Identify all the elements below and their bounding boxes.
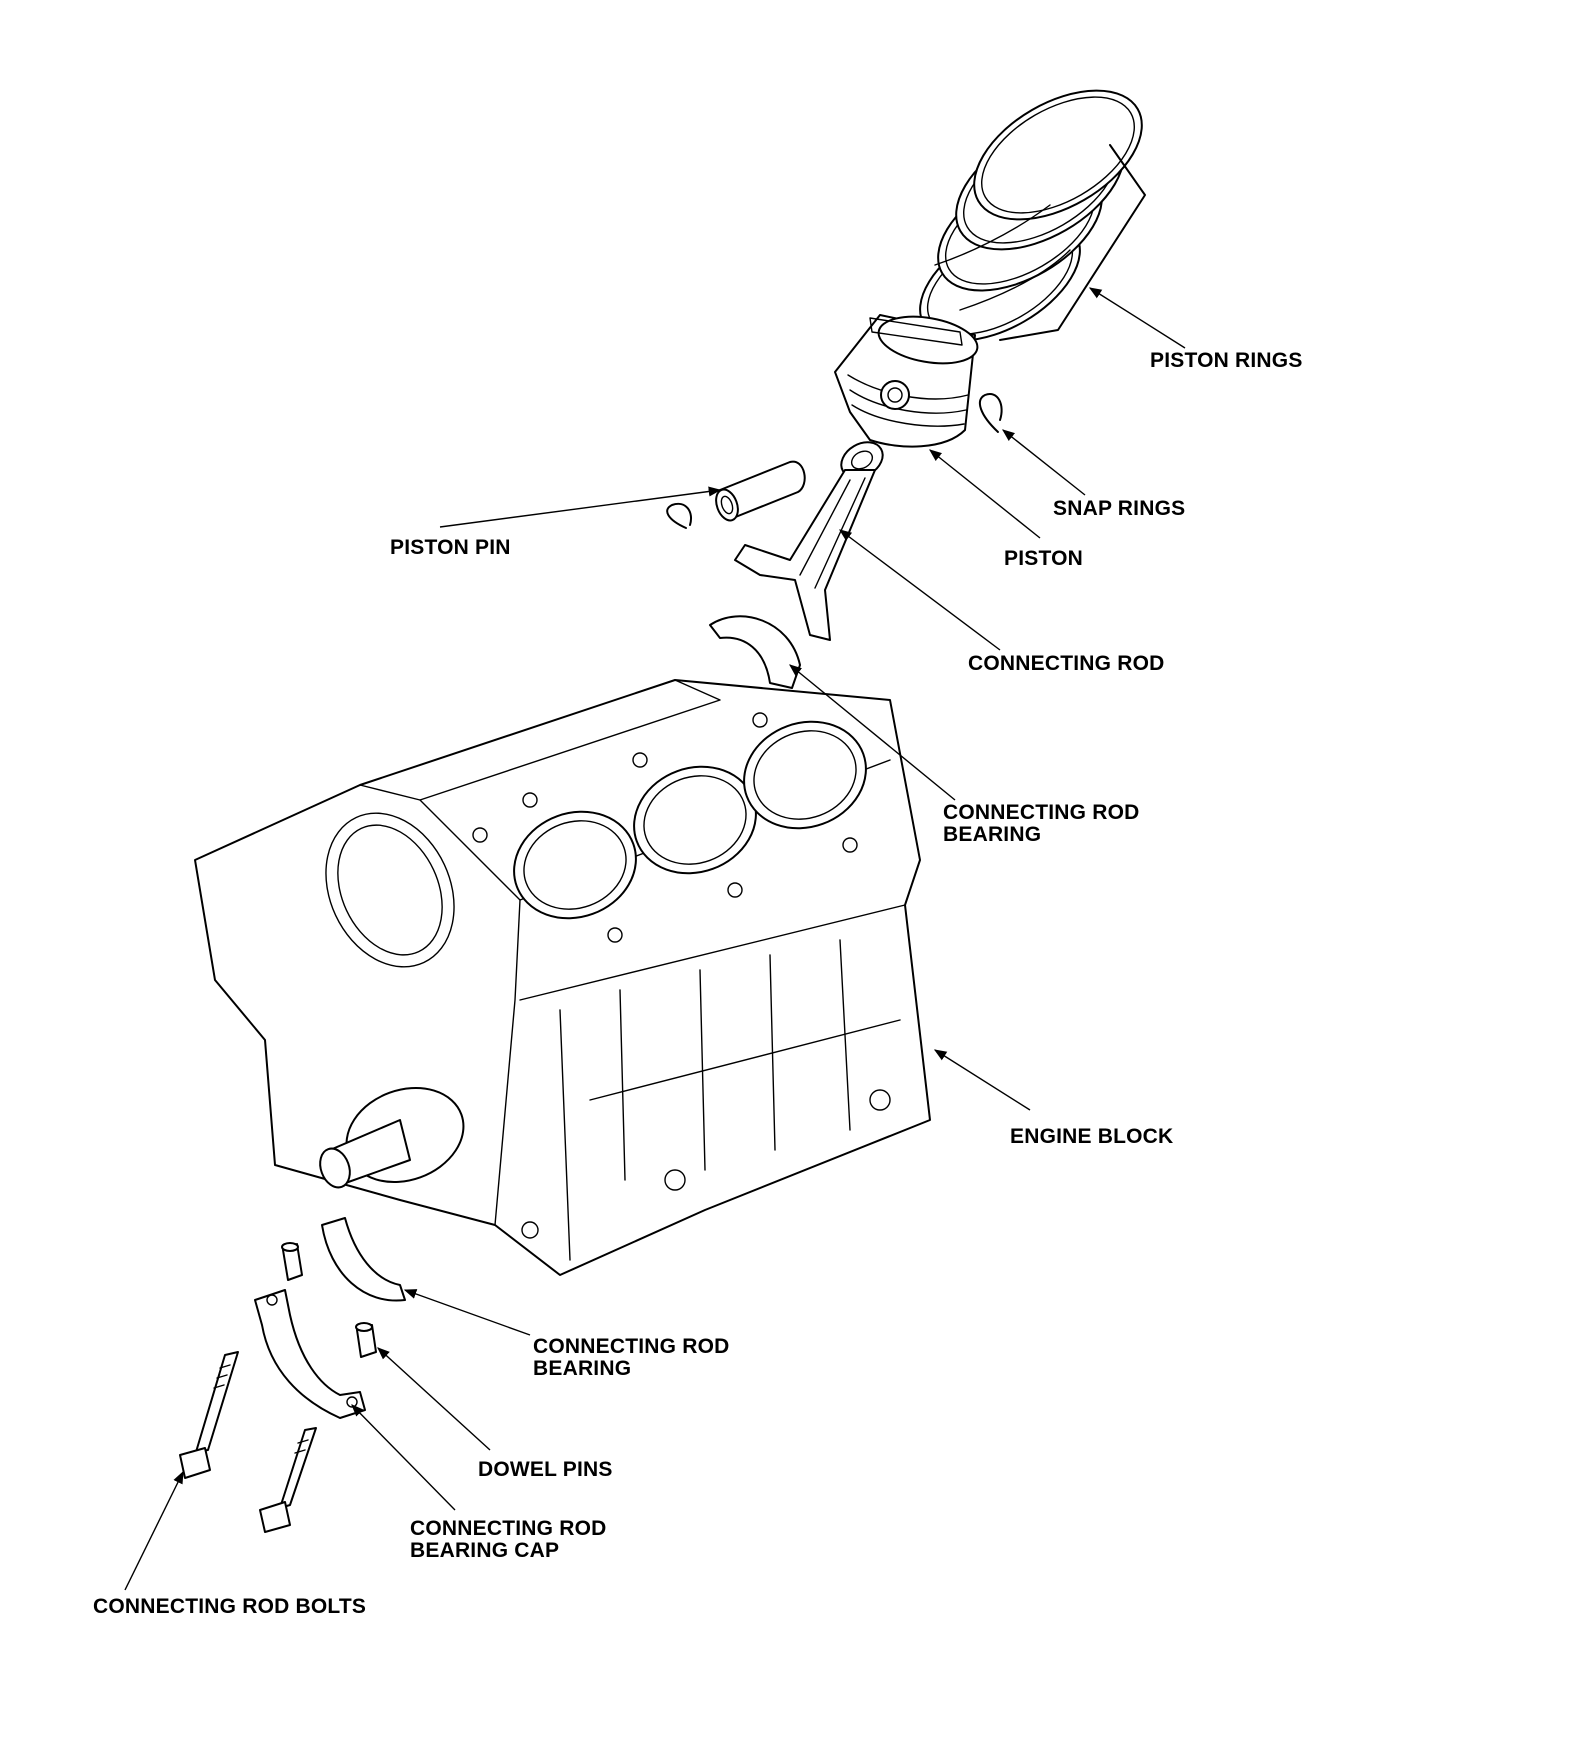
snap-rings-illustration [666,393,1003,529]
leader-connecting-rod-bearing-cap [351,1404,456,1511]
piston-illustration [834,314,979,448]
label-connecting-rod-bearing-cap-line2: BEARING CAP [410,1539,560,1562]
label-piston-pin: PISTON PIN [390,536,511,559]
connecting-rod-bearing-top-illustration [709,615,801,689]
leader-snap-rings [1002,429,1086,496]
label-connecting-rod-bearing-cap-line1: CONNECTING ROD [410,1517,607,1540]
label-connecting-rod-bearing-top: CONNECTING ROD BEARING [943,802,1139,846]
leader-connecting-rod-bearing-top [789,664,956,801]
label-snap-rings: SNAP RINGS [1053,497,1186,520]
leader-engine-block [933,1049,1031,1111]
leader-dowel-pins [377,1347,491,1451]
leader-lines [124,287,1186,1591]
leader-piston-rings [1088,287,1186,349]
leader-connecting-rod-bearing-bottom [403,1289,531,1336]
label-dowel-pins: DOWEL PINS [478,1458,613,1481]
dowel-pins-illustration [281,1242,377,1358]
connecting-rod-bearing-bottom-illustration [321,1217,406,1302]
connecting-rod-bearing-cap-illustration [254,1289,366,1419]
label-piston: PISTON [1004,547,1083,570]
engine-block-illustration [194,679,931,1276]
label-piston-rings: PISTON RINGS [1150,349,1303,372]
label-connecting-rod-bearing-cap: CONNECTING ROD BEARING CAP [410,1518,606,1562]
connecting-rod-illustration [734,441,884,641]
label-connecting-rod: CONNECTING ROD [968,652,1165,675]
leader-piston [929,449,1041,539]
label-connecting-rod-bearing-top-line1: CONNECTING ROD [943,801,1140,824]
label-connecting-rod-bearing-top-line2: BEARING [943,823,1042,846]
label-connecting-rod-bearing-bottom-line1: CONNECTING ROD [533,1335,730,1358]
label-engine-block: ENGINE BLOCK [1010,1125,1174,1148]
connecting-rod-bolts-illustration [179,1351,317,1533]
piston-pin-illustration [715,460,806,522]
label-connecting-rod-bearing-bottom-line2: BEARING [533,1357,632,1380]
leader-connecting-rod-bolts [124,1470,184,1591]
label-connecting-rod-bearing-bottom: CONNECTING ROD BEARING [533,1336,729,1380]
leader-connecting-rod [838,529,1001,651]
leader-piston-pin [439,486,722,528]
label-connecting-rod-bolts: CONNECTING ROD BOLTS [93,1595,367,1618]
piston-rings-illustration [919,89,1146,342]
